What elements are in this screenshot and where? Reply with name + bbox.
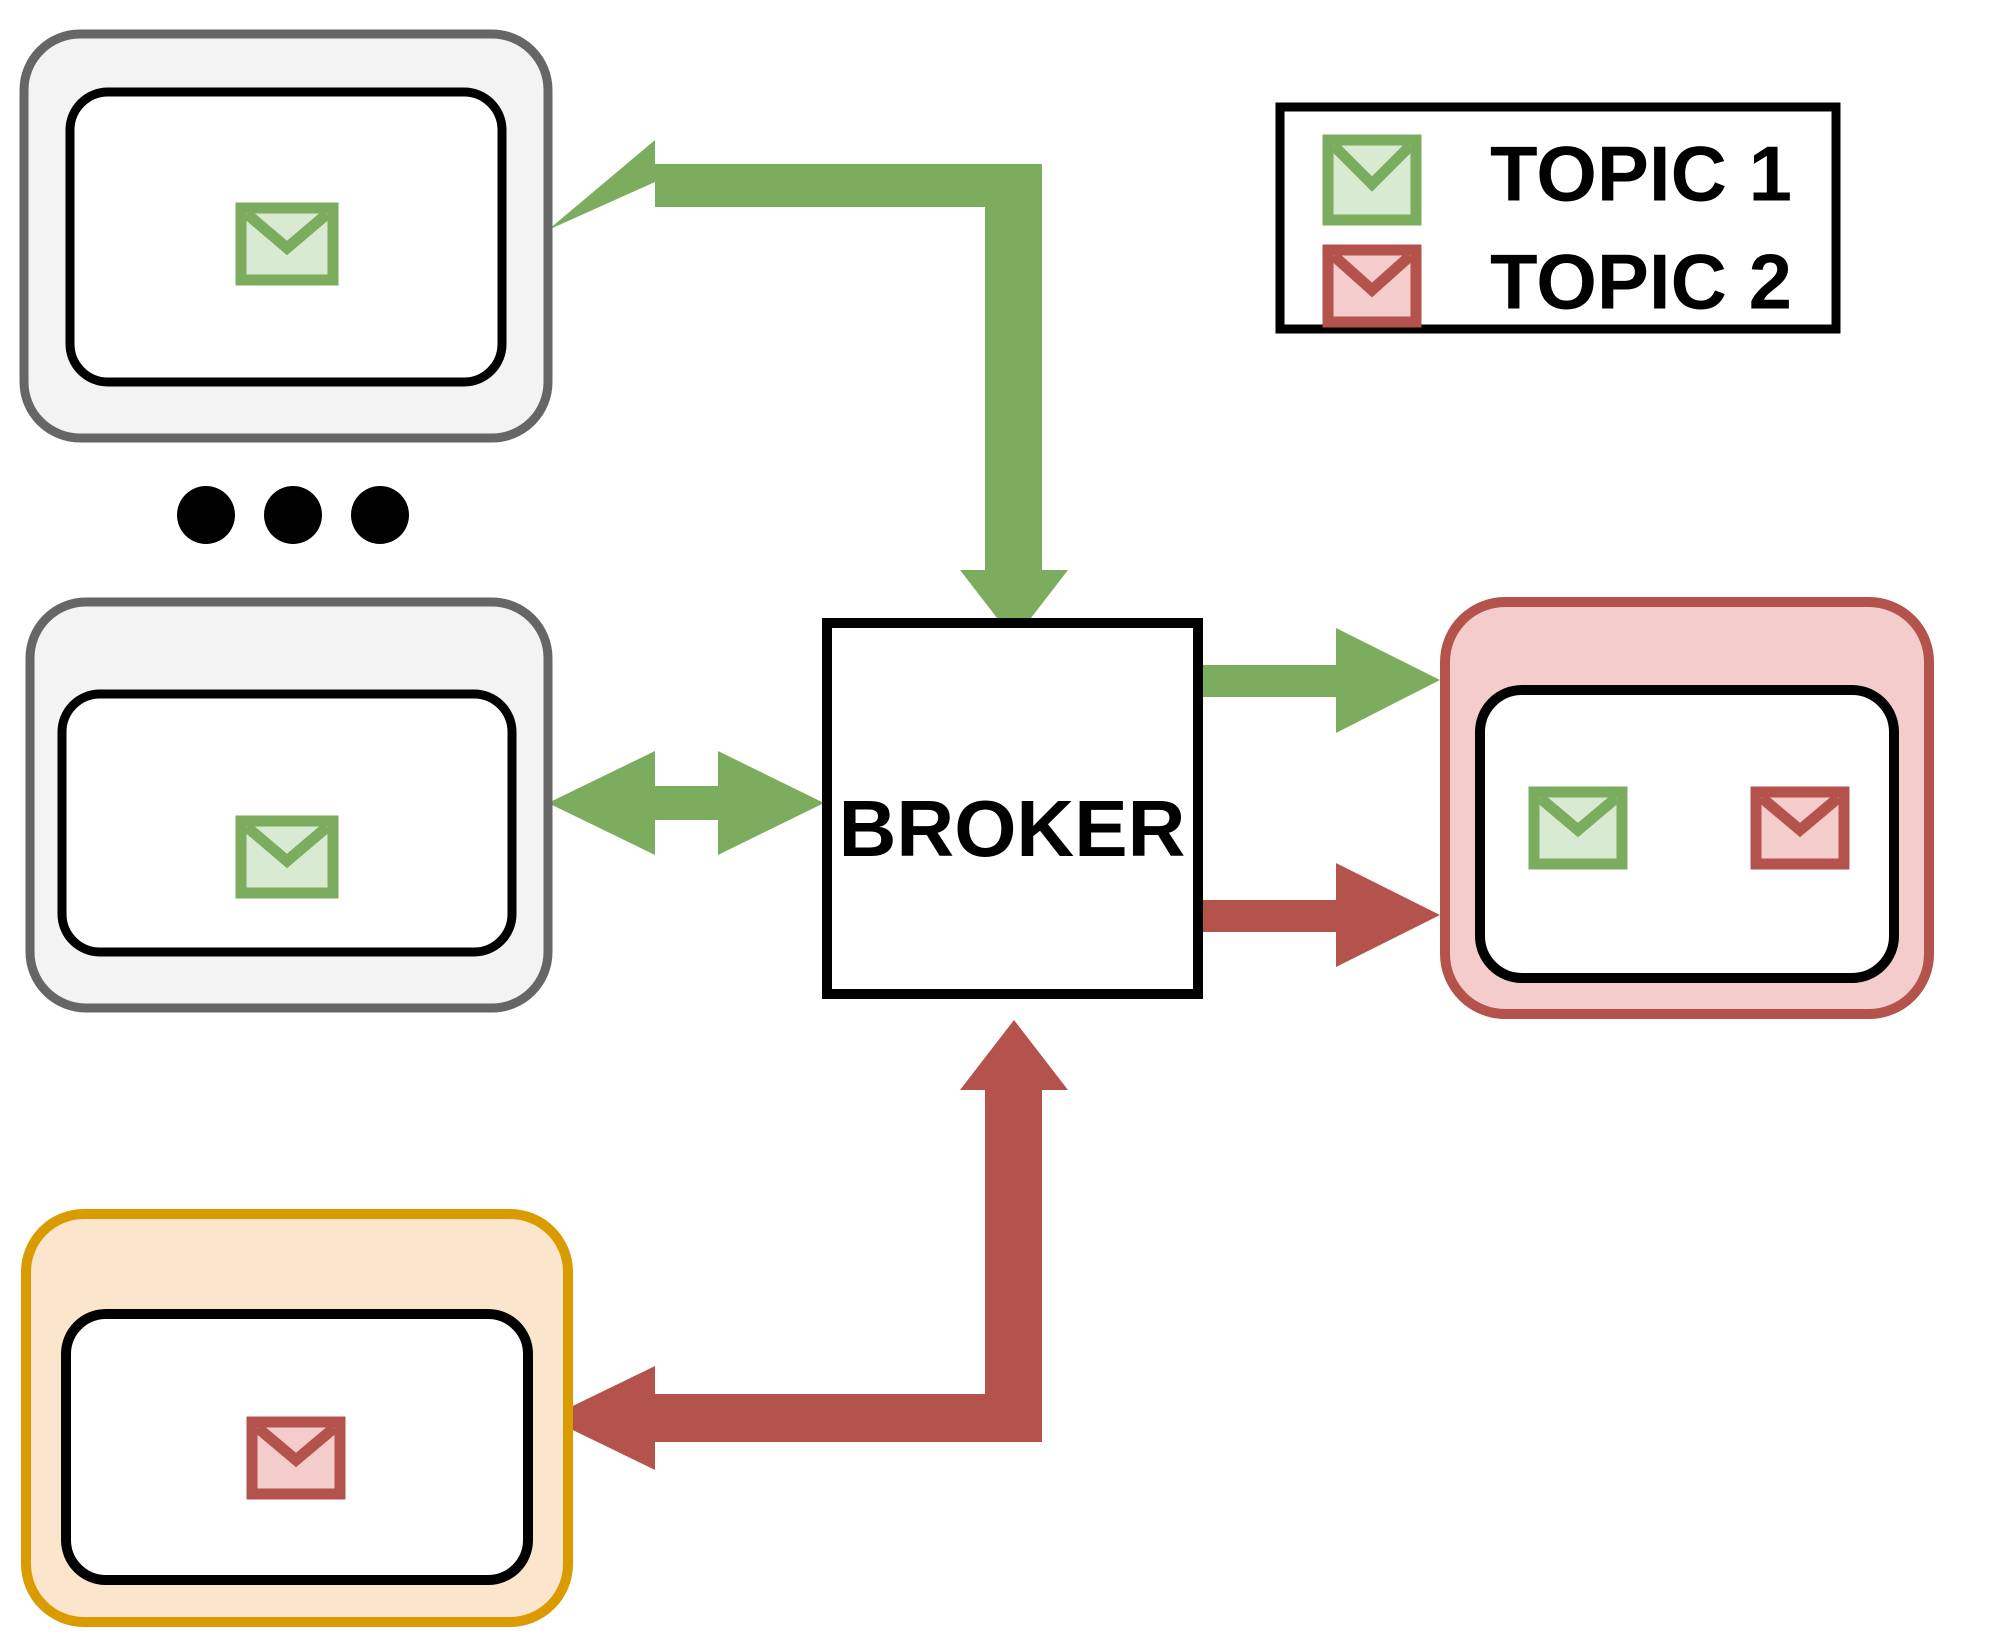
broker-box bbox=[822, 618, 1203, 999]
client-publisher-bottom[interactable] bbox=[21, 1209, 573, 1627]
arrow-topic2-right-shape bbox=[1192, 863, 1440, 967]
envelope-icon bbox=[1322, 134, 1422, 226]
client-subscriber-right-screen bbox=[1475, 685, 1899, 983]
legend: TOPIC 1 TOPIC 2 bbox=[1275, 102, 1841, 334]
arrow-publisher-to-broker-shape bbox=[548, 1020, 1068, 1470]
arrow-topic1-right-shape bbox=[1196, 628, 1440, 733]
vertical-ellipsis-dots bbox=[177, 486, 409, 544]
legend-item-topic-2: TOPIC 2 bbox=[1322, 238, 1792, 328]
arrow-broker-to-top-client-shape bbox=[548, 140, 1068, 640]
client-subscriber-right[interactable] bbox=[1440, 597, 1934, 1019]
envelope-icon bbox=[235, 815, 339, 899]
broker-label: BROKER bbox=[839, 784, 1186, 873]
envelope-icon bbox=[1750, 786, 1850, 870]
legend-label-topic-1: TOPIC 1 bbox=[1490, 130, 1792, 218]
envelope-icon bbox=[246, 1416, 346, 1500]
broker-node[interactable]: BROKER bbox=[822, 618, 1203, 999]
client-subscriber-middle[interactable] bbox=[25, 597, 553, 1013]
envelope-icon bbox=[1322, 244, 1422, 328]
arrow-broker-to-right-client-topic1 bbox=[1196, 628, 1440, 733]
envelope-icon bbox=[1528, 786, 1628, 870]
client-subscriber-top[interactable] bbox=[19, 29, 553, 443]
arrow-bidirectional-shape bbox=[548, 751, 824, 855]
legend-item-topic-1: TOPIC 1 bbox=[1322, 130, 1792, 226]
arrow-broker-middle-client-bidirectional bbox=[548, 751, 824, 855]
arrow-broker-to-right-client-topic2 bbox=[1192, 863, 1440, 967]
envelope-icon bbox=[235, 202, 339, 286]
ellipsis-dot bbox=[177, 486, 235, 544]
arrow-publisher-to-broker bbox=[548, 1020, 1068, 1470]
ellipsis-dot bbox=[264, 486, 322, 544]
ellipsis-dot bbox=[351, 486, 409, 544]
legend-label-topic-2: TOPIC 2 bbox=[1490, 238, 1792, 326]
arrow-broker-to-top-client bbox=[548, 140, 1068, 640]
